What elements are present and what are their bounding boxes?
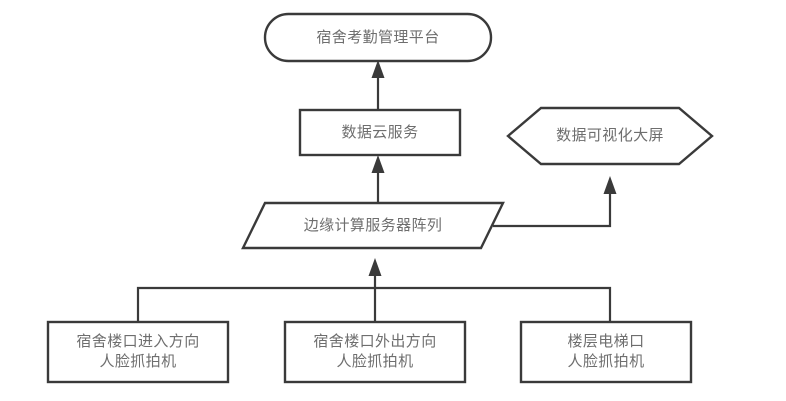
edge-cloud-to-platform (371, 60, 385, 110)
node-camera-exit-shape[interactable] (283, 320, 467, 384)
node-camera-elevator-shape[interactable] (519, 320, 693, 384)
edge-servers-to-visual-screen (493, 176, 617, 228)
edge-servers-to-cloud (371, 155, 385, 203)
edge-cameras-to-servers (136, 258, 612, 322)
node-platform-shape[interactable] (263, 12, 493, 63)
node-cloud-service-shape[interactable] (298, 108, 462, 157)
node-camera-entry-shape[interactable] (46, 320, 230, 384)
node-visual-screen-shape[interactable] (506, 106, 714, 166)
node-edge-servers-shape[interactable] (241, 201, 505, 250)
